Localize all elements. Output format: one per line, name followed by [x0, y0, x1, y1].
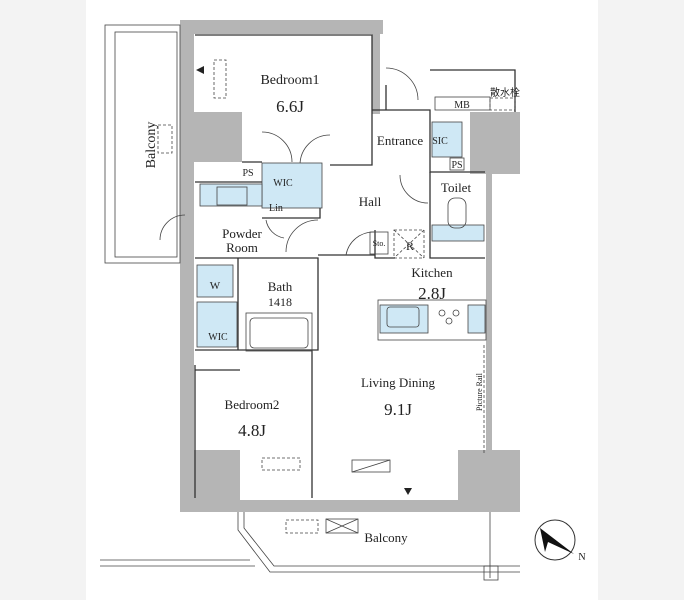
ps-label-bedroom: PS — [242, 168, 253, 179]
walls — [180, 20, 520, 512]
side-balcony — [104, 24, 181, 264]
wic2-label: WIC — [208, 332, 228, 343]
bottom-balcony-label: Balcony — [364, 530, 408, 545]
kitchen-area: 2.8J — [418, 284, 446, 303]
fixtures — [196, 59, 516, 495]
wic1-label: WIC — [273, 178, 293, 189]
washer-label: W — [210, 280, 221, 292]
hall-label: Hall — [359, 194, 382, 209]
powder-room-label-1: Powder — [222, 226, 262, 241]
r-label: R — [406, 239, 414, 253]
living-dining-area: 9.1J — [384, 400, 412, 419]
entrance-label: Entrance — [377, 133, 423, 148]
powder-room-label-2: Room — [226, 240, 258, 255]
mb-label: MB — [454, 100, 470, 111]
bath-label: Bath — [268, 279, 293, 294]
picture-rail-label: Picture Rail — [475, 372, 484, 411]
sprinkler-valve-label: 散水栓 — [490, 86, 520, 99]
living-dining-label: Living Dining — [361, 375, 436, 390]
sic-label: SIC — [432, 136, 448, 147]
compass-north-label: N — [578, 552, 585, 563]
left-margin — [0, 0, 86, 600]
bedroom2-label: Bedroom2 — [225, 397, 280, 412]
toilet-label: Toilet — [441, 180, 472, 195]
interior-walls — [194, 34, 516, 498]
kitchen-label: Kitchen — [411, 265, 453, 280]
bath-size: 1418 — [268, 295, 292, 309]
bedroom2-area: 4.8J — [238, 421, 266, 440]
lin-label: Lin — [269, 203, 283, 214]
compass: N — [534, 519, 586, 563]
bedroom1-label: Bedroom1 — [260, 73, 319, 88]
sto-label: Sto. — [373, 239, 386, 248]
bedroom1-area: 6.6J — [276, 97, 304, 116]
side-balcony-label: Balcony — [144, 122, 159, 169]
ps-label-entrance: PS — [451, 160, 462, 171]
right-margin — [598, 0, 684, 600]
bottom-balcony — [100, 512, 520, 581]
